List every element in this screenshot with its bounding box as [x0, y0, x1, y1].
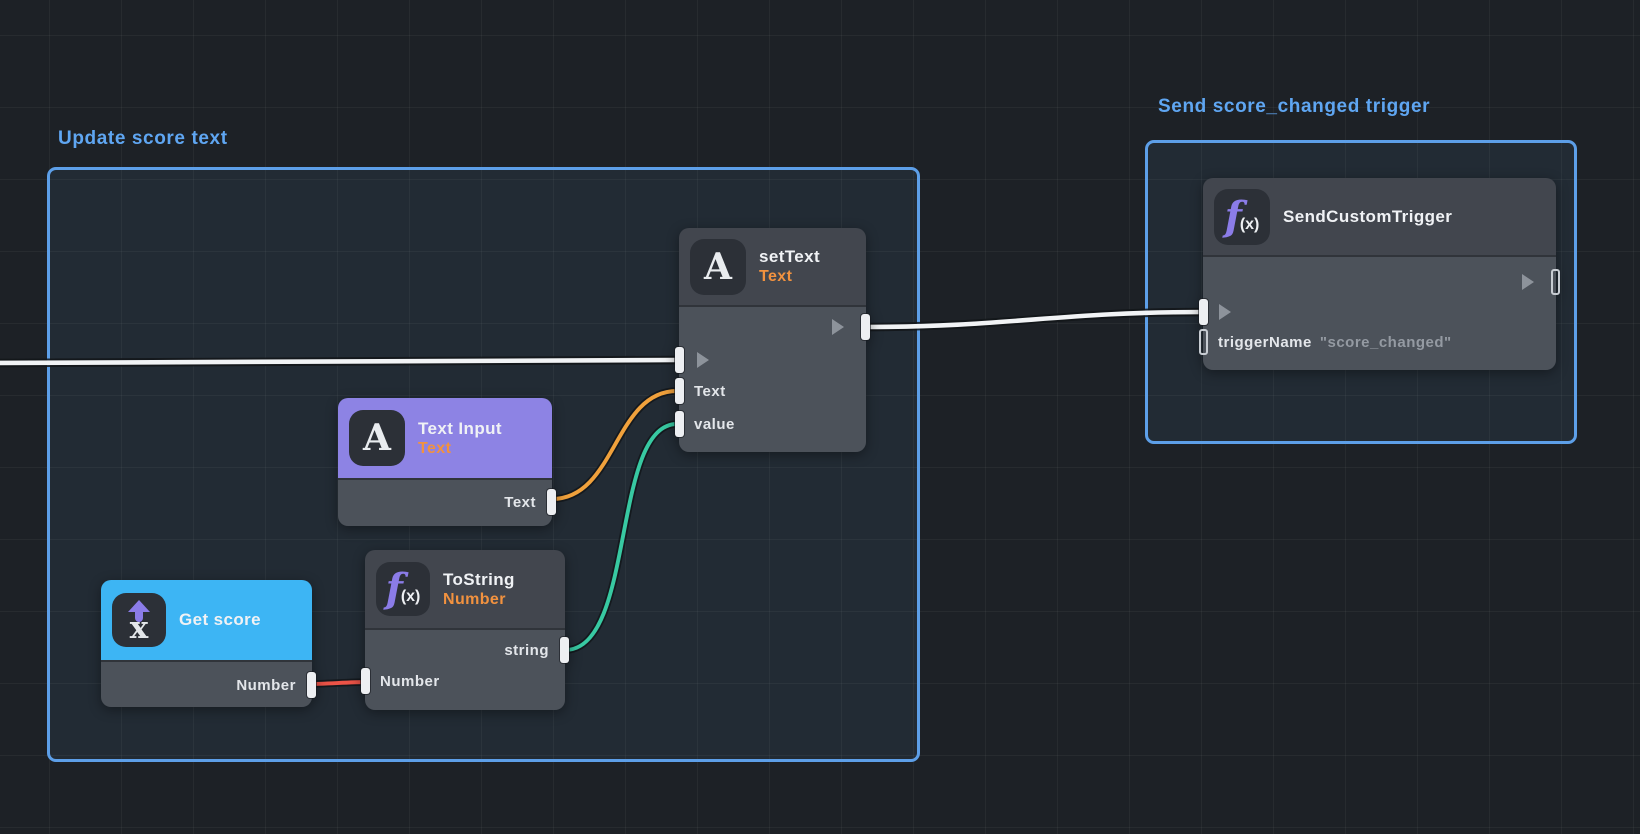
text-icon: A: [349, 410, 405, 466]
function-icon: f(x): [376, 562, 430, 616]
port-tab[interactable]: [1199, 329, 1208, 355]
node-send-custom-trigger[interactable]: f(x) SendCustomTrigger triggerName "scor…: [1199, 178, 1560, 370]
node-settext-body: Text value: [675, 305, 870, 452]
node-title: setText: [759, 247, 821, 266]
node-text-input-header[interactable]: A Text Input Text: [338, 398, 552, 478]
comment-label-update-score[interactable]: Update score text: [58, 128, 228, 149]
getter-icon: x: [112, 593, 166, 647]
port-tab[interactable]: [675, 347, 684, 373]
node-send-custom-trigger-body: triggerName "score_changed": [1199, 255, 1560, 370]
exec-input-port[interactable]: [675, 346, 866, 374]
port-text-output[interactable]: Text: [338, 488, 556, 516]
node-text-input[interactable]: A Text Input Text Text: [338, 398, 556, 526]
port-string-output[interactable]: string: [365, 636, 569, 664]
node-text-input-body: Text: [338, 478, 556, 526]
getter-x-glyph: x: [129, 609, 149, 646]
node-subtitle: Text: [759, 268, 793, 285]
port-tab[interactable]: [307, 672, 316, 698]
comment-label-send-trigger[interactable]: Send score_changed trigger: [1158, 96, 1431, 117]
exec-arrow-icon: [1219, 304, 1231, 320]
wire-getscore-to-tostring[interactable]: [306, 680, 370, 686]
exec-arrow-icon: [1522, 274, 1534, 290]
port-tab[interactable]: [1551, 269, 1560, 295]
exec-input-port[interactable]: [1199, 298, 1556, 326]
exec-arrow-icon: [832, 319, 844, 335]
port-number-input[interactable]: Number: [361, 667, 565, 695]
up-arrow-icon: [128, 600, 150, 622]
node-title: Get score: [179, 610, 262, 629]
port-number-output[interactable]: Number: [101, 671, 316, 699]
function-icon: f(x): [1214, 188, 1270, 245]
node-settext-header[interactable]: A setText Text: [679, 228, 866, 305]
wire-tostring-to-settext[interactable]: [564, 422, 678, 652]
node-title: Text Input: [418, 418, 502, 438]
port-value-input[interactable]: value: [675, 410, 866, 438]
node-tostring[interactable]: f(x) ToString Number string Number: [361, 550, 569, 710]
wire-exec-settext-to-trigger[interactable]: [863, 309, 1206, 330]
node-title: SendCustomTrigger: [1283, 206, 1453, 226]
port-tab[interactable]: [861, 314, 870, 340]
node-get-score[interactable]: x Get score Number: [101, 580, 316, 707]
wire-exec-incoming[interactable]: [0, 357, 679, 366]
text-icon: A: [690, 238, 746, 295]
wire-text-input-to-settext[interactable]: [551, 389, 678, 501]
port-text-input[interactable]: Text: [675, 377, 866, 405]
port-tab[interactable]: [675, 378, 684, 404]
trigger-name-value[interactable]: "score_changed": [1319, 333, 1452, 351]
node-send-custom-trigger-header[interactable]: f(x) SendCustomTrigger: [1203, 178, 1556, 255]
node-tostring-body: string Number: [361, 628, 569, 710]
node-tostring-header[interactable]: f(x) ToString Number: [365, 550, 565, 628]
node-subtitle: Text: [418, 439, 452, 457]
exec-arrow-icon: [697, 352, 709, 368]
port-trigger-name-input[interactable]: triggerName "score_changed": [1199, 328, 1556, 356]
node-settext[interactable]: A setText Text Text value: [675, 228, 870, 452]
port-tab[interactable]: [1199, 299, 1208, 325]
port-tab[interactable]: [675, 411, 684, 437]
port-tab[interactable]: [547, 489, 556, 515]
node-title: ToString: [443, 569, 515, 589]
node-get-score-header[interactable]: x Get score: [101, 580, 312, 660]
exec-output-port[interactable]: [1203, 268, 1560, 296]
port-tab[interactable]: [560, 637, 569, 663]
exec-output-port[interactable]: [679, 313, 870, 341]
node-get-score-body: Number: [101, 660, 316, 707]
node-subtitle: Number: [443, 590, 506, 608]
port-tab[interactable]: [361, 668, 370, 694]
